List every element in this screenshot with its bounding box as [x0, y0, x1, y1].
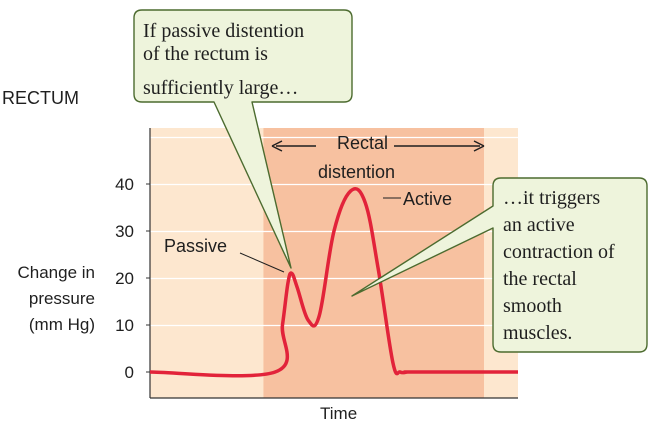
right-callout-line-6: muscles.: [503, 322, 573, 344]
right-callout-line-3: contraction of: [503, 241, 615, 263]
distention-arrow-right-head: [473, 140, 485, 152]
right-callout-line-1: …it triggers: [503, 187, 601, 209]
y-axis-label-line-2: pressure: [28, 289, 95, 308]
y-axis-label-line-1: Change in: [17, 263, 95, 282]
top-callout-bubble: [133, 9, 353, 269]
right-callout-bubble: [351, 177, 648, 353]
passive-leader-line: [239, 252, 285, 273]
top-callout-line-3: sufficiently large…: [143, 77, 299, 99]
passive-label: Passive: [164, 236, 228, 256]
top-callout-line-2: of the rectum is: [143, 43, 268, 65]
right-callout-line-2: an active: [503, 214, 575, 236]
rectal-distention-label-line-1: Rectal: [337, 133, 389, 153]
top-callout-line-1: If passive distention: [143, 20, 305, 42]
y-tick-label-20: 20: [115, 269, 134, 288]
y-tick-label-0: 0: [125, 363, 134, 382]
y-axis-label-line-3: (mm Hg): [28, 315, 95, 334]
y-tick-label-30: 30: [115, 222, 134, 241]
right-callout-line-5: smooth: [503, 295, 562, 317]
y-tick-label-10: 10: [115, 316, 134, 335]
panel-title: RECTUM: [2, 88, 79, 108]
distention-arrow-left-head: [271, 140, 283, 152]
y-tick-label-40: 40: [115, 175, 134, 194]
right-callout-line-4: the rectal: [503, 268, 577, 290]
active-label: Active: [403, 189, 453, 209]
x-axis-label: Time: [320, 404, 358, 423]
rectal-distention-band: [263, 128, 484, 398]
rectal-distention-label-line-2: distention: [318, 162, 396, 182]
pressure-curve: [149, 187, 518, 378]
